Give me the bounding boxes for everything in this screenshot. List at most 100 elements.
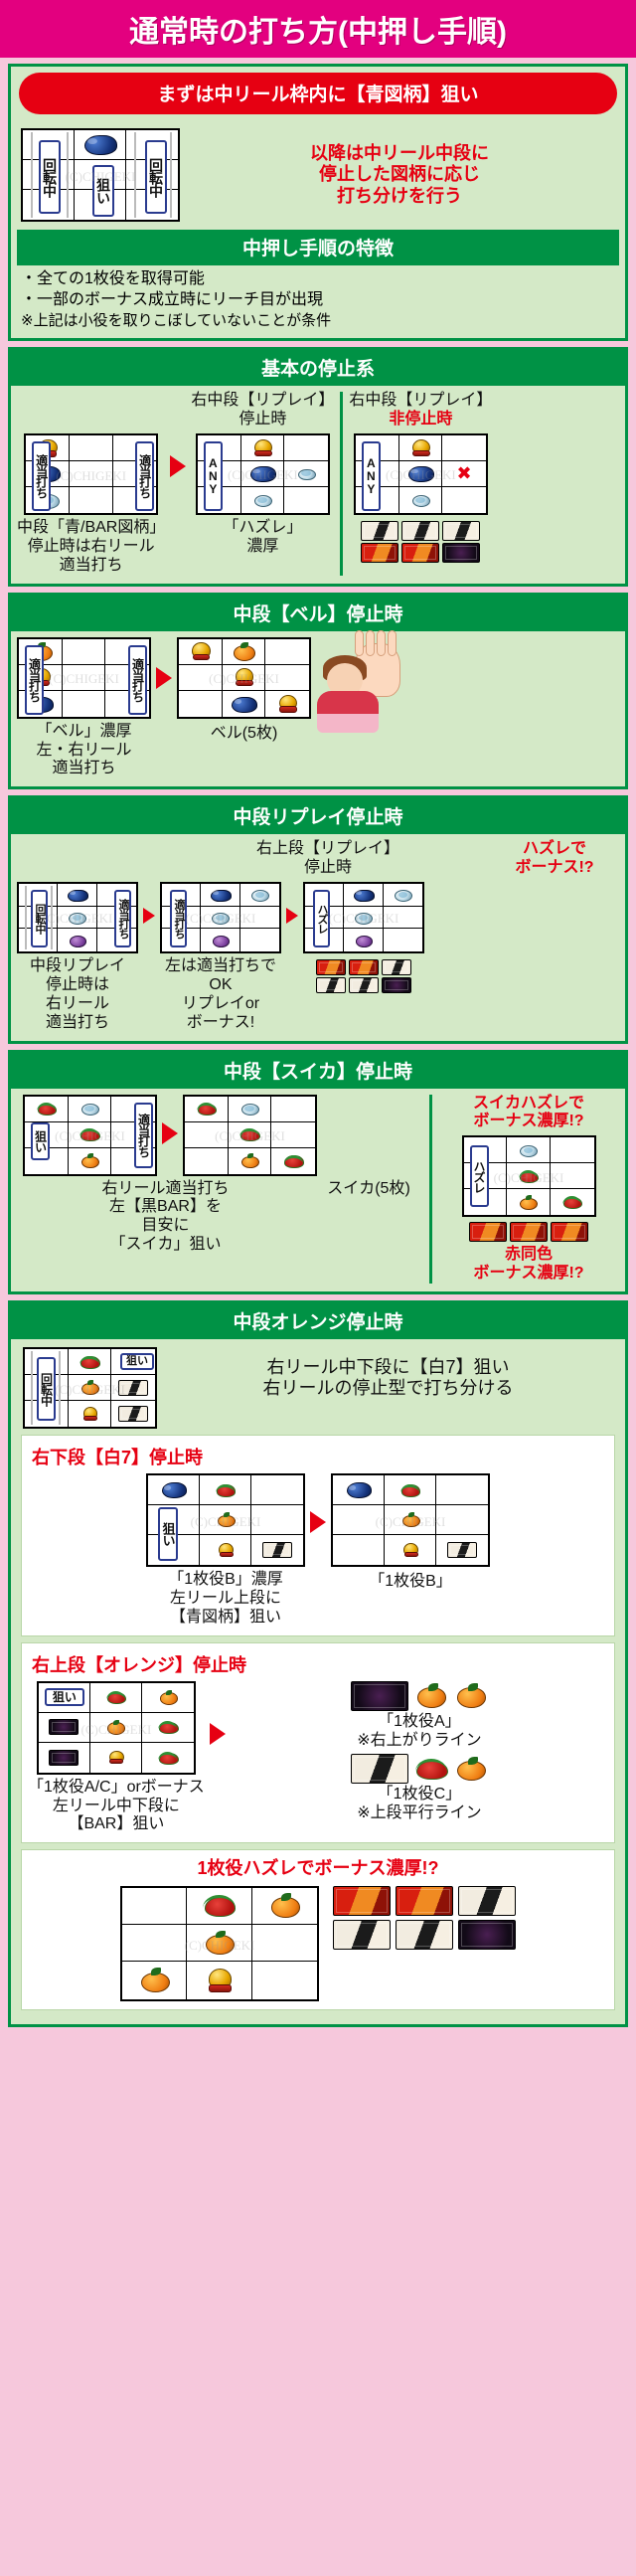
- replay-symbol-icon: [252, 492, 272, 507]
- bell-symbol-icon: [105, 1750, 125, 1765]
- watermelon-foot-red: 赤同色: [504, 1246, 553, 1264]
- white7-symbol-icon: [118, 1379, 149, 1396]
- watermelon-symbol-icon: [158, 1750, 179, 1765]
- left-reel-nerai-label: 狙い: [31, 1121, 50, 1160]
- replay-caption1: 右リール: [45, 994, 109, 1012]
- section-intro: まずは中リール枠内に【青図柄】狙い: [8, 64, 628, 342]
- bonus-chip-red-icon: [396, 1885, 453, 1916]
- orange-symbol-icon: [454, 1756, 488, 1782]
- orange-symbol-icon: [231, 641, 256, 661]
- orange-top-note: 右リールの停止型で打ち分ける: [262, 1378, 514, 1399]
- left-reel-spin-label: 回転中: [31, 890, 48, 948]
- left-reel-hazure-label: ハズレ: [313, 890, 330, 948]
- blue-symbol-icon: [231, 694, 257, 714]
- white7-symbol-icon: [262, 1542, 292, 1559]
- watermelon-symbol-icon: [80, 1127, 100, 1142]
- orange-a-caption: 「1枚役B」濃厚: [168, 1571, 283, 1589]
- replay-head-red: ハズレで: [522, 840, 586, 858]
- bonus-chip-white-icon: [316, 977, 346, 994]
- blue-symbol-icon: [407, 463, 434, 483]
- replay-caption2: リプレイor: [181, 994, 260, 1012]
- left-reel-nerai-label: 狙い: [44, 1687, 84, 1706]
- orange-sub-white7: 右下段【白7】停止時 狙い: [21, 1435, 615, 1636]
- replay-reel-hazure: ハズレ (C)CHIGEKI: [303, 882, 424, 954]
- grape-symbol-icon: [67, 933, 87, 947]
- watermelon-symbol-icon: [562, 1195, 583, 1210]
- replay-reel-mid: 適当打ち (C)CHIGEKI: [160, 882, 281, 954]
- bell-symbol-icon: [187, 641, 213, 661]
- basic-mid-head: 右中段【リプレイ】: [191, 392, 335, 410]
- orange-c-reel: (C)CHIGEKI: [120, 1885, 319, 2001]
- right-reel-tekito-label: 適当打ち: [135, 441, 155, 512]
- vertical-divider: [340, 392, 344, 576]
- bonus-chip-white-icon: [349, 977, 379, 994]
- orange-symbol-icon: [105, 1720, 126, 1735]
- bell-symbol-icon: [400, 1543, 420, 1558]
- bonus-chip-dark-icon: [350, 1680, 408, 1711]
- right-reel-tekito-label: 適当打ち: [128, 644, 147, 715]
- basic-right-head-1: 右中段【リプレイ】: [349, 392, 493, 410]
- right-reel-spin-label: 回転中: [145, 140, 167, 214]
- left-reel-tekito-label: 適当打ち: [170, 890, 187, 948]
- watermelon-caption: 目安に: [141, 1217, 190, 1235]
- orange-symbol-icon: [239, 1153, 259, 1169]
- bell-caption: 左・右リール: [36, 741, 132, 759]
- replay-symbol-icon: [80, 1102, 99, 1116]
- orange-symbol-icon: [202, 1930, 236, 1956]
- orange-symbol-icon: [454, 1683, 488, 1709]
- bell-symbol-icon: [231, 667, 256, 687]
- bonus-chip-red-icon: [361, 542, 399, 563]
- replay-symbol-icon: [210, 910, 231, 925]
- left-reel-tekito-label: 適当打ち: [32, 441, 52, 512]
- orange-a-caption: 【青図柄】狙い: [169, 1608, 281, 1626]
- bell-symbol-icon: [80, 1407, 99, 1422]
- features-title: 中押し手順の特徴: [17, 230, 619, 265]
- page-title: 通常時の打ち方(中押し手順): [129, 16, 507, 49]
- intro-reel: 回転中 狙い 回転中 (C)CHIGEKI: [21, 128, 180, 222]
- bonus-chip-red-icon: [401, 542, 440, 563]
- bonus-chip-white-icon: [458, 1885, 516, 1916]
- left-reel-tekito-label: 適当打ち: [25, 644, 44, 715]
- watermelon-symbol-icon: [215, 1482, 237, 1497]
- watermelon-head-red: スイカハズレで: [472, 1094, 584, 1112]
- orange-sub-c-title: 1枚役ハズレでボーナス濃厚!?: [197, 1858, 439, 1879]
- basic-left-caption: 適当打ち: [59, 556, 123, 574]
- bell-caption: 「ベル」濃厚: [36, 722, 132, 740]
- grape-symbol-icon: [353, 933, 374, 947]
- arrow-icon: [170, 455, 187, 478]
- watermelon-symbol-icon: [202, 1893, 237, 1919]
- arrow-icon: [156, 666, 172, 689]
- orange-sub-b-title: 右上段【オレンジ】停止時: [32, 1654, 246, 1675]
- orange-b-caption: 「1枚役A/C」orボーナス: [28, 1778, 205, 1796]
- watermelon-symbol-icon: [36, 1102, 58, 1116]
- replay-head: 停止時: [303, 859, 352, 877]
- bonus-chip-red-icon: [510, 1222, 548, 1243]
- left-reel-spin-label: 回転中: [37, 1357, 56, 1422]
- basic-mid-head: 停止時: [238, 410, 287, 428]
- dark-symbol-icon: [49, 1719, 80, 1736]
- blue-symbol-icon: [353, 887, 375, 903]
- reel-cell: [75, 130, 126, 160]
- basic-mid-caption: 「ハズレ」: [223, 518, 303, 536]
- intro-pill: まずは中リール枠内に【青図柄】狙い: [19, 73, 617, 114]
- watermelon-caption: 右リール適当打ち: [101, 1179, 230, 1197]
- watermelon-head-red: ボーナス濃厚!?: [473, 1113, 584, 1130]
- section-basic-stops: 基本の停止系 適当打ち 適当打ち: [8, 347, 628, 587]
- bonus-chip-white-icon: [396, 1919, 453, 1950]
- orange-b-result-c: ※上段平行ライン: [357, 1804, 482, 1822]
- basic-title: 基本の停止系: [11, 350, 625, 387]
- orange-top-note: 右リール中下段に【白7】狙い: [266, 1357, 510, 1378]
- blue-symbol-icon: [249, 463, 276, 483]
- watermelon-symbol-icon: [283, 1153, 304, 1168]
- bonus-chip-dark-icon: [458, 1919, 516, 1950]
- watermelon-symbol-icon: [399, 1482, 421, 1497]
- basic-right-head-2: 非停止時: [389, 410, 453, 428]
- white7-symbol-icon: [447, 1542, 477, 1559]
- watermelon-symbol-icon: [239, 1127, 260, 1142]
- bonus-chip-dark-icon: [382, 977, 411, 994]
- replay-symbol-icon: [410, 492, 430, 507]
- orange-symbol-icon: [80, 1153, 99, 1169]
- section-watermelon: 中段【スイカ】停止時: [8, 1049, 628, 1295]
- arrow-icon: [162, 1121, 178, 1144]
- bonus-chip-white-icon: [401, 520, 440, 541]
